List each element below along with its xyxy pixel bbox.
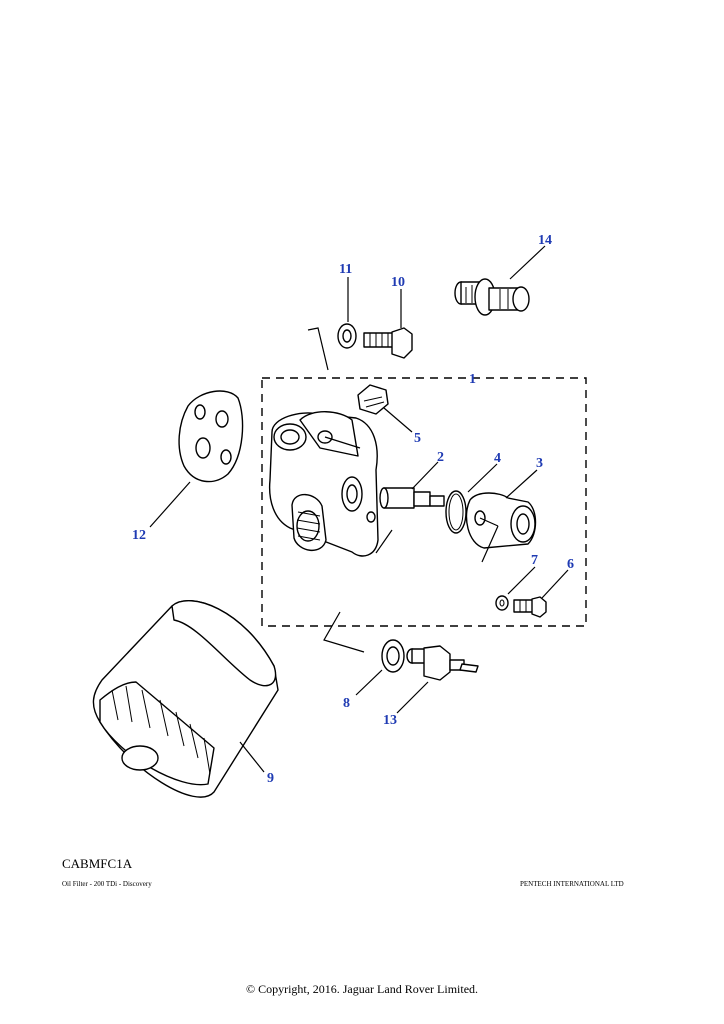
callout-9: 9	[267, 771, 274, 786]
part-5-plug[interactable]	[357, 384, 389, 415]
callout-7: 7	[531, 553, 538, 568]
part-10-bolt[interactable]	[363, 327, 413, 359]
callout-2: 2	[437, 450, 444, 465]
part-12-gasket[interactable]	[178, 390, 244, 483]
part-4-o-ring[interactable]	[445, 490, 467, 534]
callout-12: 12	[132, 528, 146, 543]
part-14-hose-connector[interactable]	[454, 278, 530, 316]
part-6-bolt[interactable]	[513, 596, 547, 618]
callout-4: 4	[494, 451, 501, 466]
callout-6: 6	[567, 557, 574, 572]
callout-3: 3	[536, 456, 543, 471]
callout-8: 8	[343, 696, 350, 711]
callout-11: 11	[339, 262, 352, 277]
callout-5: 5	[414, 431, 421, 446]
callout-14: 14	[538, 233, 552, 248]
diagram-code: CABMFC1A	[62, 856, 133, 871]
callout-1: 1	[469, 372, 476, 387]
callout-10: 10	[391, 275, 405, 290]
part-7-washer[interactable]	[495, 595, 509, 611]
company-name: PENTECH INTERNATIONAL LTD	[520, 880, 624, 888]
copyright-notice: © Copyright, 2016. Jaguar Land Rover Lim…	[245, 982, 479, 996]
part-13-pressure-switch[interactable]	[406, 645, 479, 681]
oil-filter-adaptor-body[interactable]	[268, 411, 379, 557]
part-3-housing[interactable]	[465, 492, 537, 549]
assembly-boundary	[261, 377, 587, 627]
part-11-washer[interactable]	[337, 323, 357, 349]
part-8-washer[interactable]	[381, 639, 405, 673]
diagram-title: Oil Filter - 200 TDi - Discovery	[62, 880, 152, 888]
callout-13: 13	[383, 713, 397, 728]
part-2-adaptor[interactable]	[379, 487, 445, 509]
part-9-oil-filter[interactable]	[92, 599, 279, 798]
